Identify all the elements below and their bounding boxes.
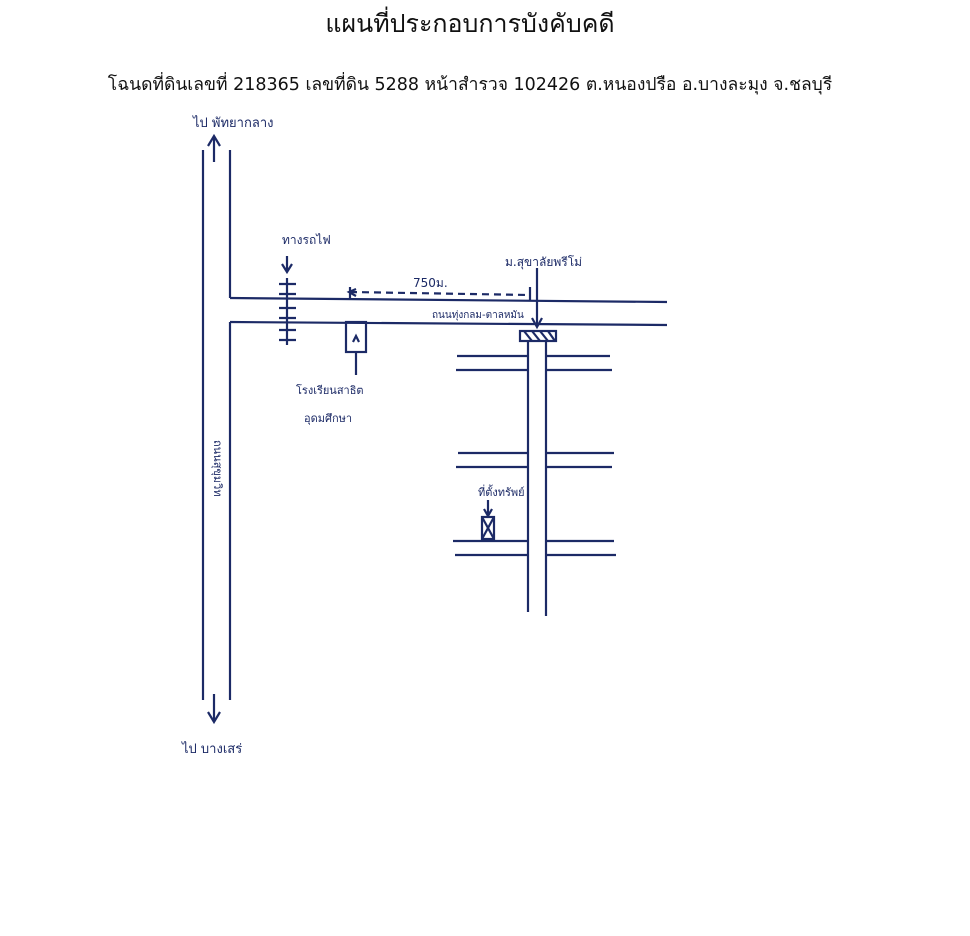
north-destination-label: ไป พัทยากลาง	[192, 115, 273, 131]
village-label: ม.สุขาลัยพรีโม่	[505, 255, 582, 270]
property-marker-icon	[480, 500, 496, 541]
deed-description: โฉนดที่ดินเลขที่ 218365 เลขที่ดิน 5288 ห…	[107, 75, 833, 95]
south-arrow-icon	[207, 694, 221, 725]
school-label-line1: โรงเรียนสาธิต	[296, 383, 364, 397]
railway-track	[279, 256, 296, 345]
school-label-line2: อุดมศึกษา	[304, 412, 352, 425]
side-road-label: ถนนทุ่งกลม-ตาลหมัน	[432, 310, 524, 321]
distance-marker	[346, 287, 532, 300]
south-destination-label: ไป บางเสร่	[181, 741, 242, 757]
north-arrow-icon	[207, 133, 221, 162]
village-road	[453, 342, 616, 616]
page-title: แผนที่ประกอบการบังคับคดี	[325, 9, 615, 38]
school-marker	[344, 320, 368, 375]
distance-label: 750ม.	[413, 276, 448, 290]
main-highway	[201, 150, 232, 700]
property-label: ที่ตั้งทรัพย์	[478, 484, 525, 499]
village-entrance-icon	[518, 268, 558, 343]
railway-label: ทางรถไฟ	[282, 233, 331, 247]
main-road-label: ถนนสุขุมวิท	[211, 440, 224, 497]
side-road	[229, 296, 668, 327]
